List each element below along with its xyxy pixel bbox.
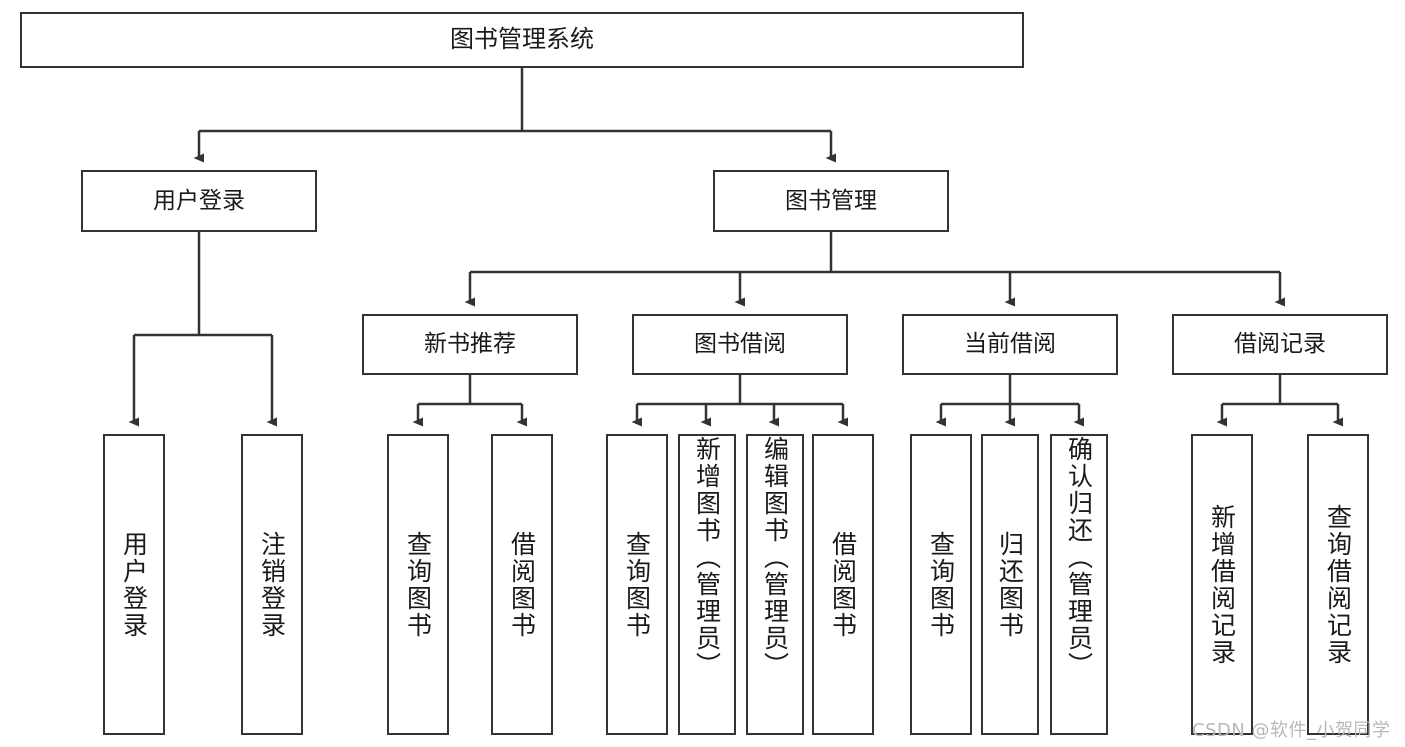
- node-label: 确认归还（管理员）: [1064, 436, 1094, 679]
- node-book-management[interactable]: 图书管理: [713, 170, 949, 232]
- node-leaf-confirm-return-admin[interactable]: 确认归还（管理员）: [1050, 434, 1108, 735]
- node-label: 新增图书（管理员）: [692, 436, 722, 679]
- node-label: 新书推荐: [424, 331, 516, 358]
- node-leaf-add-borrow-record[interactable]: 新增借阅记录: [1191, 434, 1253, 735]
- node-label: 用户登录: [153, 187, 245, 214]
- node-label: 图书管理: [785, 187, 877, 214]
- node-root-book-management-system[interactable]: 图书管理系统: [20, 12, 1024, 68]
- node-book-borrowing[interactable]: 图书借阅: [632, 314, 848, 375]
- node-label: 借阅图书: [507, 530, 537, 639]
- node-leaf-return-book[interactable]: 归还图书: [981, 434, 1039, 735]
- node-label: 借阅图书: [828, 530, 858, 639]
- node-leaf-query-book-new[interactable]: 查询图书: [387, 434, 449, 735]
- node-label: 新增借阅记录: [1207, 503, 1237, 666]
- node-borrowing-record[interactable]: 借阅记录: [1172, 314, 1388, 375]
- node-leaf-edit-book-admin[interactable]: 编辑图书（管理员）: [746, 434, 804, 735]
- node-current-borrowing[interactable]: 当前借阅: [902, 314, 1118, 375]
- node-label: 查询图书: [622, 530, 652, 639]
- node-label: 当前借阅: [964, 331, 1056, 358]
- node-label: 图书管理系统: [450, 25, 594, 54]
- node-leaf-add-book-admin[interactable]: 新增图书（管理员）: [678, 434, 736, 735]
- node-label: 归还图书: [995, 530, 1025, 639]
- node-leaf-borrow-book-new[interactable]: 借阅图书: [491, 434, 553, 735]
- node-label: 图书借阅: [694, 331, 786, 358]
- node-user-login[interactable]: 用户登录: [81, 170, 317, 232]
- node-label: 查询图书: [403, 530, 433, 639]
- node-label: 查询借阅记录: [1323, 503, 1353, 666]
- node-leaf-query-book-borrow[interactable]: 查询图书: [606, 434, 668, 735]
- node-label: 编辑图书（管理员）: [760, 436, 790, 679]
- node-label: 用户登录: [119, 530, 149, 639]
- node-label: 注销登录: [257, 530, 287, 639]
- node-label: 借阅记录: [1234, 331, 1326, 358]
- node-leaf-query-book-current[interactable]: 查询图书: [910, 434, 972, 735]
- node-label: 查询图书: [926, 530, 956, 639]
- node-leaf-user-login[interactable]: 用户登录: [103, 434, 165, 735]
- node-leaf-query-borrow-record[interactable]: 查询借阅记录: [1307, 434, 1369, 735]
- node-leaf-logout[interactable]: 注销登录: [241, 434, 303, 735]
- node-new-book-recommendation[interactable]: 新书推荐: [362, 314, 578, 375]
- node-leaf-borrow-book[interactable]: 借阅图书: [812, 434, 874, 735]
